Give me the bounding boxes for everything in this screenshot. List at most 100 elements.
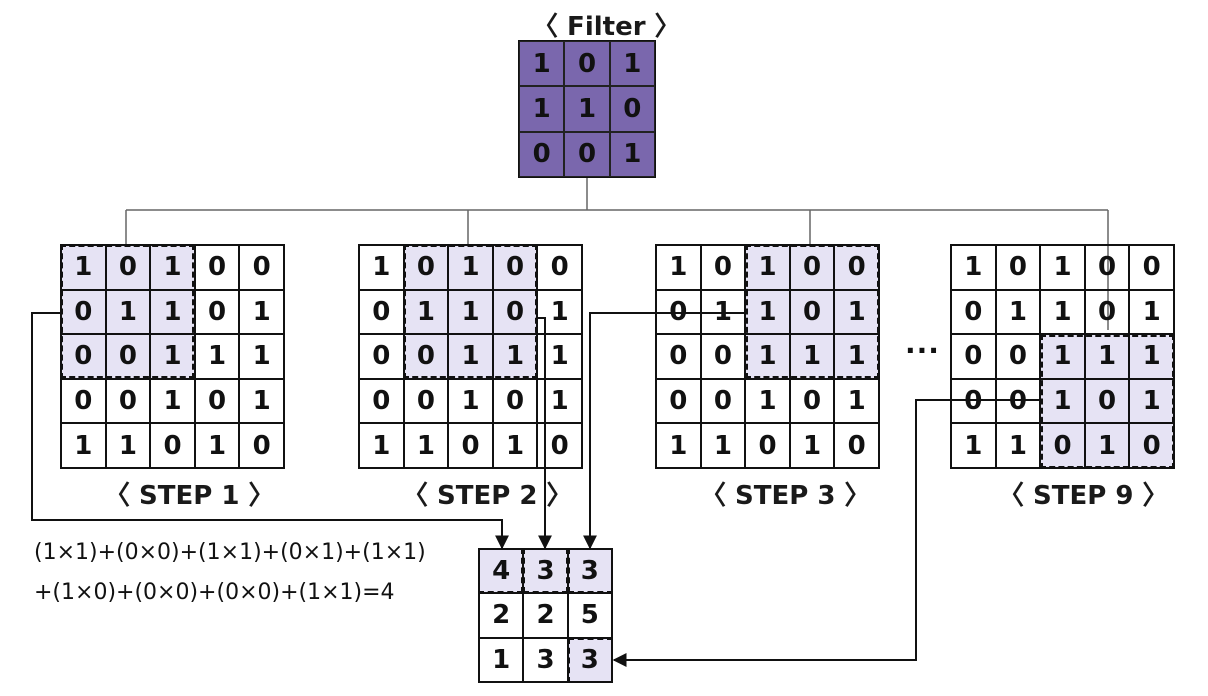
input-cell: 1 <box>834 289 879 335</box>
input-cell: 1 <box>1084 423 1130 468</box>
input-cell: 1 <box>951 423 996 468</box>
input-cell: 0 <box>448 423 493 468</box>
filter-tree-lines <box>125 176 1109 330</box>
input-cell: 0 <box>1084 289 1130 335</box>
input-cell: 1 <box>789 423 835 468</box>
input-cell: 0 <box>194 378 240 424</box>
output-cell: 3 <box>523 549 568 594</box>
input-cell: 1 <box>537 334 582 379</box>
input-cell: 1 <box>1040 245 1085 290</box>
input-cell: 1 <box>1129 378 1174 424</box>
input-cell: 0 <box>492 245 538 290</box>
input-cell: 0 <box>1084 378 1130 424</box>
input-cell: 0 <box>403 334 449 379</box>
input-cell: 1 <box>448 334 493 379</box>
input-cell: 0 <box>700 378 746 424</box>
input-cell: 0 <box>789 245 835 290</box>
step-label: 〈 STEP 3 〉 <box>700 481 871 511</box>
input-cell: 0 <box>700 245 746 290</box>
output-cell: 1 <box>479 637 524 682</box>
output-cell: 3 <box>523 637 568 682</box>
filter-cell: 0 <box>564 41 610 87</box>
input-cell: 0 <box>403 245 449 290</box>
input-cell: 1 <box>995 289 1041 335</box>
input-cell: 1 <box>359 245 404 290</box>
input-cell: 0 <box>403 378 449 424</box>
input-cell: 1 <box>61 245 106 290</box>
input-cell: 1 <box>403 423 449 468</box>
input-cell: 1 <box>448 245 493 290</box>
ellipsis: ··· <box>905 334 940 367</box>
input-cell: 1 <box>194 334 240 379</box>
step-label: 〈 STEP 2 〉 <box>402 481 573 511</box>
formula-line-1: (1×1)+(0×0)+(1×1)+(0×1)+(1×1) <box>34 540 426 565</box>
input-cell: 0 <box>834 245 879 290</box>
input-cell: 0 <box>745 423 790 468</box>
input-cell: 1 <box>403 289 449 335</box>
input-cell: 0 <box>194 245 240 290</box>
input-cell: 0 <box>995 334 1041 379</box>
formula-line-2: +(1×0)+(0×0)+(0×0)+(1×1)=4 <box>34 580 395 605</box>
filter-cell: 0 <box>519 131 565 177</box>
input-cell: 0 <box>951 378 996 424</box>
filter-title: 〈 Filter 〉 <box>532 12 681 42</box>
input-cell: 1 <box>492 423 538 468</box>
input-cell: 0 <box>492 378 538 424</box>
input-cell: 0 <box>150 423 195 468</box>
output-cell: 4 <box>479 549 524 594</box>
input-cell: 1 <box>61 423 106 468</box>
input-cell: 1 <box>448 378 493 424</box>
input-cell: 0 <box>105 334 151 379</box>
input-cell: 1 <box>105 289 151 335</box>
filter-cell: 1 <box>564 86 610 132</box>
input-cell: 1 <box>537 378 582 424</box>
input-cell: 0 <box>239 245 284 290</box>
input-cell: 0 <box>700 334 746 379</box>
input-cell: 1 <box>239 378 284 424</box>
filter-cell: 0 <box>609 86 655 132</box>
input-cell: 1 <box>1129 334 1174 379</box>
input-cell: 0 <box>359 334 404 379</box>
input-cell: 0 <box>359 378 404 424</box>
input-cell: 1 <box>700 289 746 335</box>
input-cell: 1 <box>656 423 701 468</box>
input-cell: 1 <box>150 378 195 424</box>
input-cell: 1 <box>105 423 151 468</box>
input-cell: 0 <box>656 334 701 379</box>
input-cell: 0 <box>1084 245 1130 290</box>
input-cell: 1 <box>834 334 879 379</box>
filter-cell: 1 <box>519 41 565 87</box>
input-cell: 0 <box>537 245 582 290</box>
input-cell: 0 <box>359 289 404 335</box>
output-cell: 2 <box>523 593 568 638</box>
input-cell: 1 <box>995 423 1041 468</box>
input-cell: 1 <box>448 289 493 335</box>
input-cell: 1 <box>1040 378 1085 424</box>
input-cell: 0 <box>789 289 835 335</box>
input-cell: 0 <box>61 289 106 335</box>
input-cell: 1 <box>656 245 701 290</box>
filter-cell: 0 <box>564 131 610 177</box>
input-cell: 0 <box>61 334 106 379</box>
output-cell: 5 <box>567 593 612 638</box>
input-cell: 1 <box>745 245 790 290</box>
input-cell: 0 <box>789 378 835 424</box>
input-cell: 0 <box>105 245 151 290</box>
input-cell: 0 <box>656 378 701 424</box>
input-cell: 1 <box>951 245 996 290</box>
step-label: 〈 STEP 9 〉 <box>998 481 1169 511</box>
input-cell: 1 <box>239 289 284 335</box>
filter-cell: 1 <box>519 86 565 132</box>
input-cell: 1 <box>789 334 835 379</box>
input-cell: 0 <box>834 423 879 468</box>
input-cell: 0 <box>1040 423 1085 468</box>
input-cell: 1 <box>1129 289 1174 335</box>
output-cell: 3 <box>567 549 612 594</box>
input-cell: 1 <box>745 334 790 379</box>
input-cell: 1 <box>150 289 195 335</box>
input-cell: 0 <box>61 378 106 424</box>
